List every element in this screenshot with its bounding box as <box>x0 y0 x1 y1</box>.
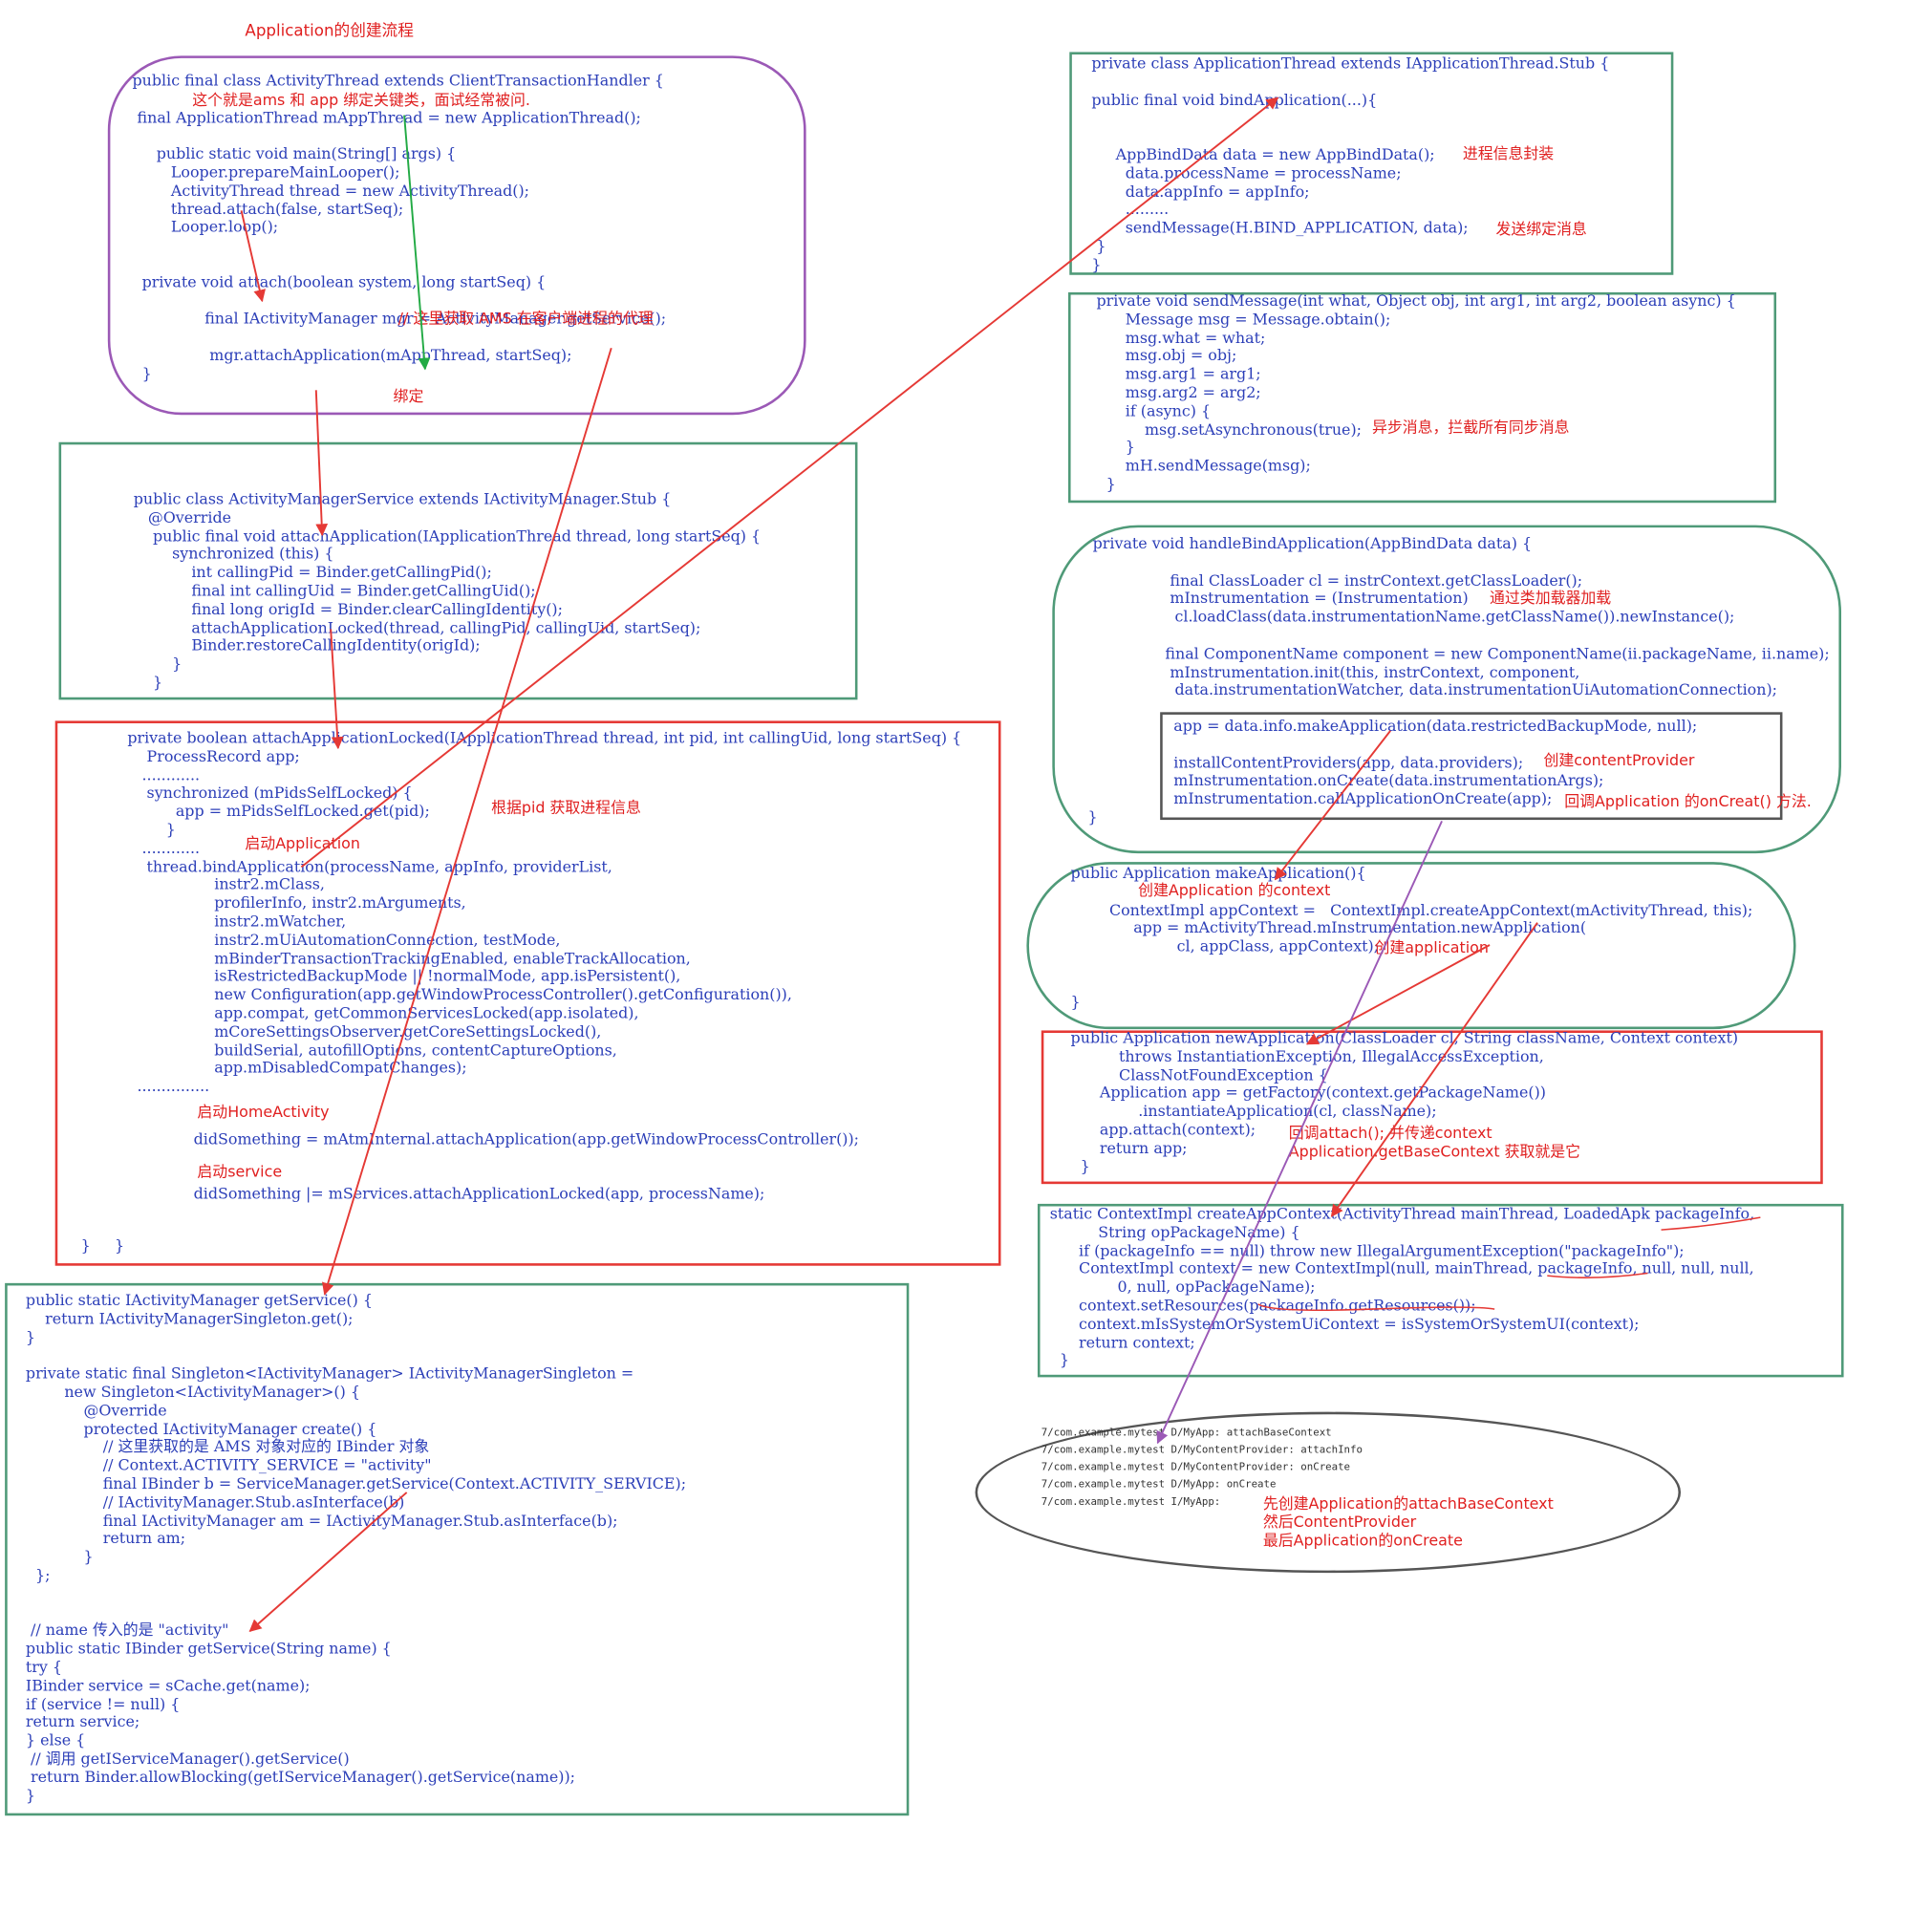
start-service-code: didSomething |= mServices.attachApplicat… <box>193 1184 765 1203</box>
arrow-attach-to-ams <box>314 390 329 537</box>
arrow-bindapplication-to-app-thread <box>300 97 1279 869</box>
attach-locked-close: } } <box>80 1235 125 1256</box>
note-create-application-context: 创建Application 的context <box>1138 880 1331 900</box>
arrow-createappcontext-call <box>1330 922 1538 1217</box>
note-bind: 绑定 <box>393 386 424 405</box>
ams-stub-code: public class ActivityManagerService exte… <box>133 488 762 692</box>
underline-packageinfo-2 <box>1547 1272 1648 1278</box>
arrow-servicemanager-to-getservice <box>248 1492 408 1632</box>
underline-packageinfo-1 <box>1661 1216 1761 1231</box>
log-output-ellipse <box>975 1411 1682 1574</box>
activity-thread-box <box>107 55 806 416</box>
note-binding-key-class: 这个就是ams 和 app 绑定关键类，面试经常被问. <box>192 90 530 110</box>
application-thread-box <box>1069 52 1674 275</box>
make-application-box <box>1026 862 1796 1030</box>
send-message-box <box>1067 291 1777 504</box>
note-ams-proxy: // 这里获取 AMS 在客户端进程的代理 <box>397 308 654 328</box>
get-service-box <box>5 1282 910 1816</box>
logcat-output: 7/com.example.mytest D/MyApp: attachBase… <box>1041 1425 1363 1508</box>
underline-getresources <box>1257 1303 1495 1312</box>
attach-locked-box <box>54 720 1001 1266</box>
handle-bind-close: } <box>1087 807 1098 826</box>
new-application-code: public Application newApplication(ClassL… <box>1070 1027 1739 1175</box>
note-send-bind-message: 发送绑定消息 <box>1495 219 1587 238</box>
make-application-code: public Application makeApplication(){ Co… <box>1070 863 1753 1011</box>
arrow-mappthread-to-attach <box>403 115 431 371</box>
handle-bind-code: private void handleBindApplication(AppBi… <box>1092 533 1830 699</box>
note-create-content-provider: 创建contentProvider <box>1543 750 1695 769</box>
make-application-inner-code: app = data.info.makeApplication(data.res… <box>1173 716 1698 808</box>
note-start-service: 启动service <box>197 1161 283 1181</box>
note-attach-context: 回调attach(); 并传递context Application.getBa… <box>1288 1123 1581 1161</box>
diagram-title: Application的创建流程 <box>245 22 414 41</box>
send-message-code: private void sendMessage(int what, Objec… <box>1096 290 1736 493</box>
arrow-attach-to-log <box>1156 820 1443 1445</box>
arrow-ams-to-attach-locked <box>330 629 344 750</box>
create-app-context-code: static ContextImpl createAppContext(Acti… <box>1049 1203 1755 1369</box>
note-create-application: 创建application <box>1374 937 1489 956</box>
get-service-code: public static IActivityManager getServic… <box>25 1290 687 1804</box>
note-creation-order: 先创建Application的attachBaseContext 然后Conte… <box>1262 1493 1554 1550</box>
handle-bind-box <box>1052 525 1841 854</box>
create-app-context-box <box>1037 1203 1844 1378</box>
arrow-getservice-to-singleton <box>322 347 612 1296</box>
activity-thread-code: public final class ActivityThread extend… <box>132 70 667 383</box>
note-process-info-wrap: 进程信息封装 <box>1462 143 1555 162</box>
home-activity-code: didSomething = mAtmInternal.attachApplic… <box>193 1129 860 1148</box>
make-application-inner-box <box>1160 712 1783 821</box>
note-classloader-load: 通过类加载器加载 <box>1490 588 1612 608</box>
application-thread-code: private class ApplicationThread extends … <box>1091 53 1610 274</box>
ams-stub-box <box>58 441 858 700</box>
note-start-application: 启动Application <box>245 833 360 852</box>
note-async-message: 异步消息，拦截所有同步消息 <box>1371 417 1570 437</box>
arrow-makeapplication-to-impl <box>1274 730 1391 881</box>
note-start-home-activity: 启动HomeActivity <box>197 1102 330 1122</box>
note-pid-process-info: 根据pid 获取进程信息 <box>491 797 641 817</box>
note-callback-oncreate: 回调Application 的onCreat() 方法. <box>1564 791 1812 810</box>
arrow-newapplication-call <box>1305 944 1491 1045</box>
arrow-main-to-attach <box>240 210 266 303</box>
new-application-box <box>1041 1030 1823 1185</box>
